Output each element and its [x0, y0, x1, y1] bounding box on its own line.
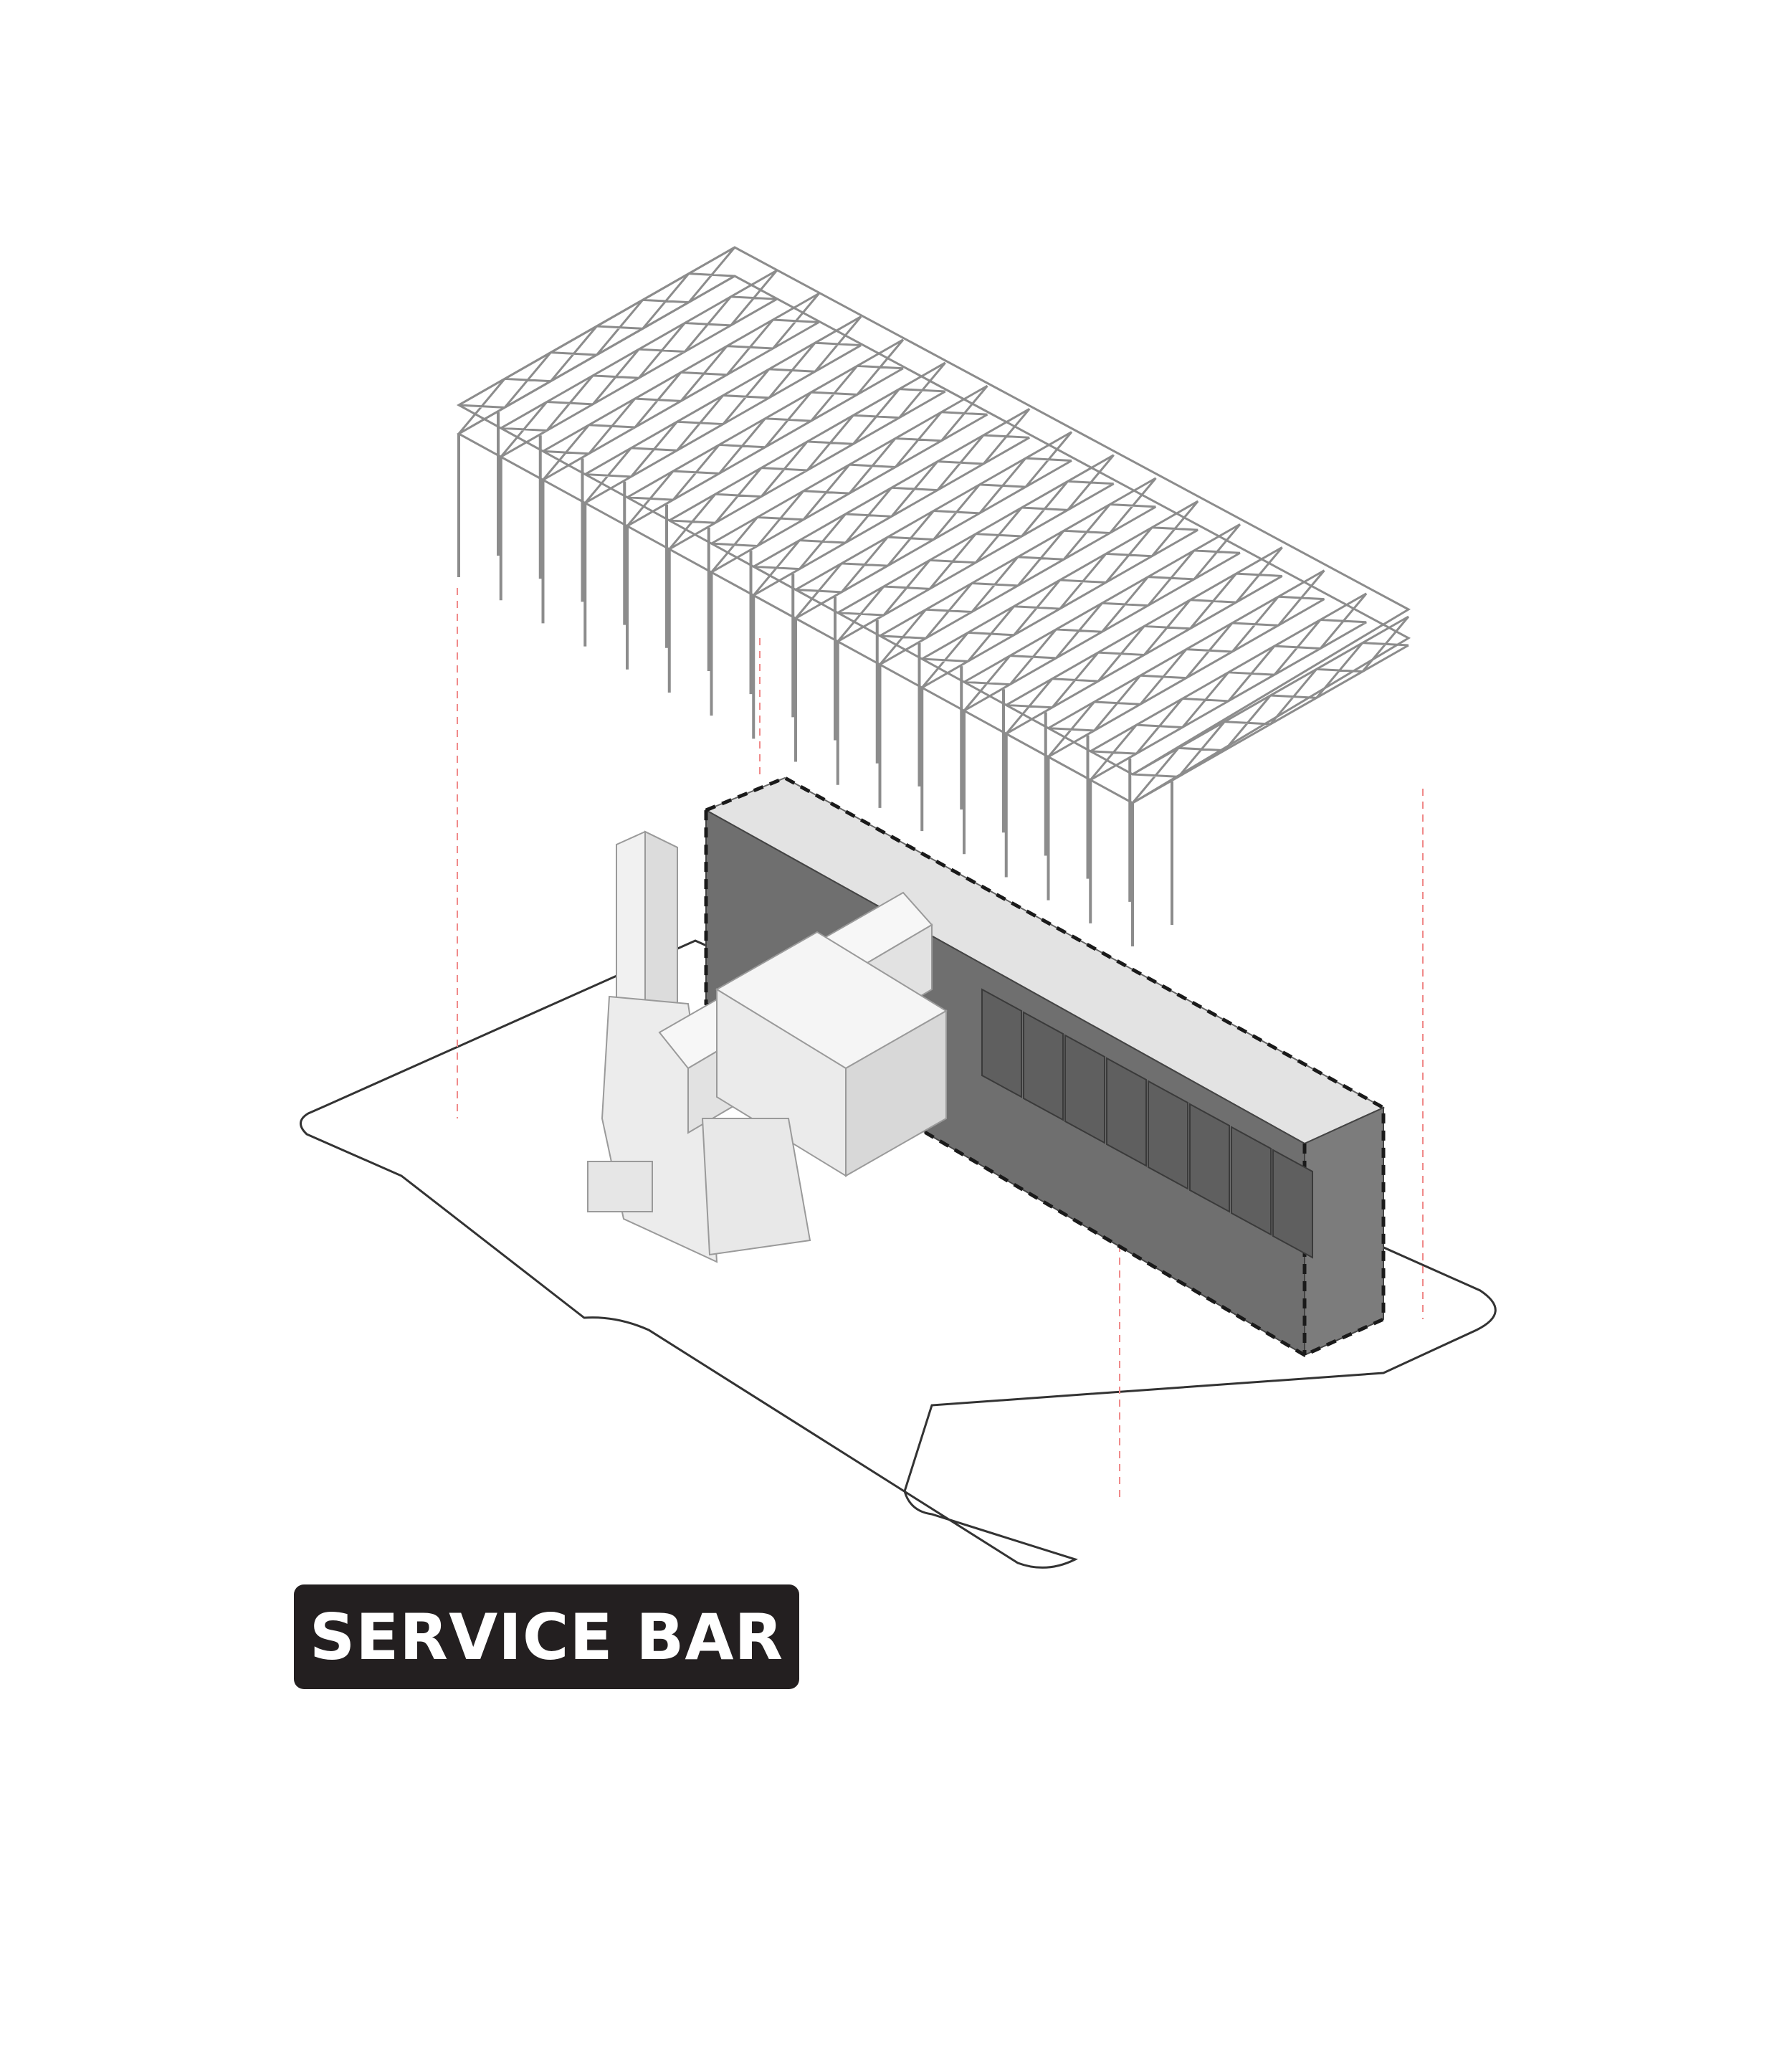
- service-module: [1231, 1126, 1272, 1236]
- program-cluster: [587, 830, 948, 1263]
- service-module: [1148, 1080, 1188, 1190]
- roof-frame: [456, 246, 1411, 804]
- service-bar-label-text: SERVICE BAR: [309, 1600, 784, 1674]
- service-bar-label: SERVICE BAR: [294, 1584, 799, 1689]
- service-module: [1023, 1011, 1064, 1121]
- projection-lines: [457, 588, 1424, 1498]
- service-module: [1272, 1149, 1313, 1259]
- service-module: [1106, 1057, 1147, 1167]
- frame-columns: [457, 412, 1173, 946]
- service-module: [1064, 1034, 1105, 1144]
- service-module: [1189, 1103, 1230, 1213]
- service-module: [981, 988, 1022, 1098]
- site-base-plate: [300, 939, 1497, 1569]
